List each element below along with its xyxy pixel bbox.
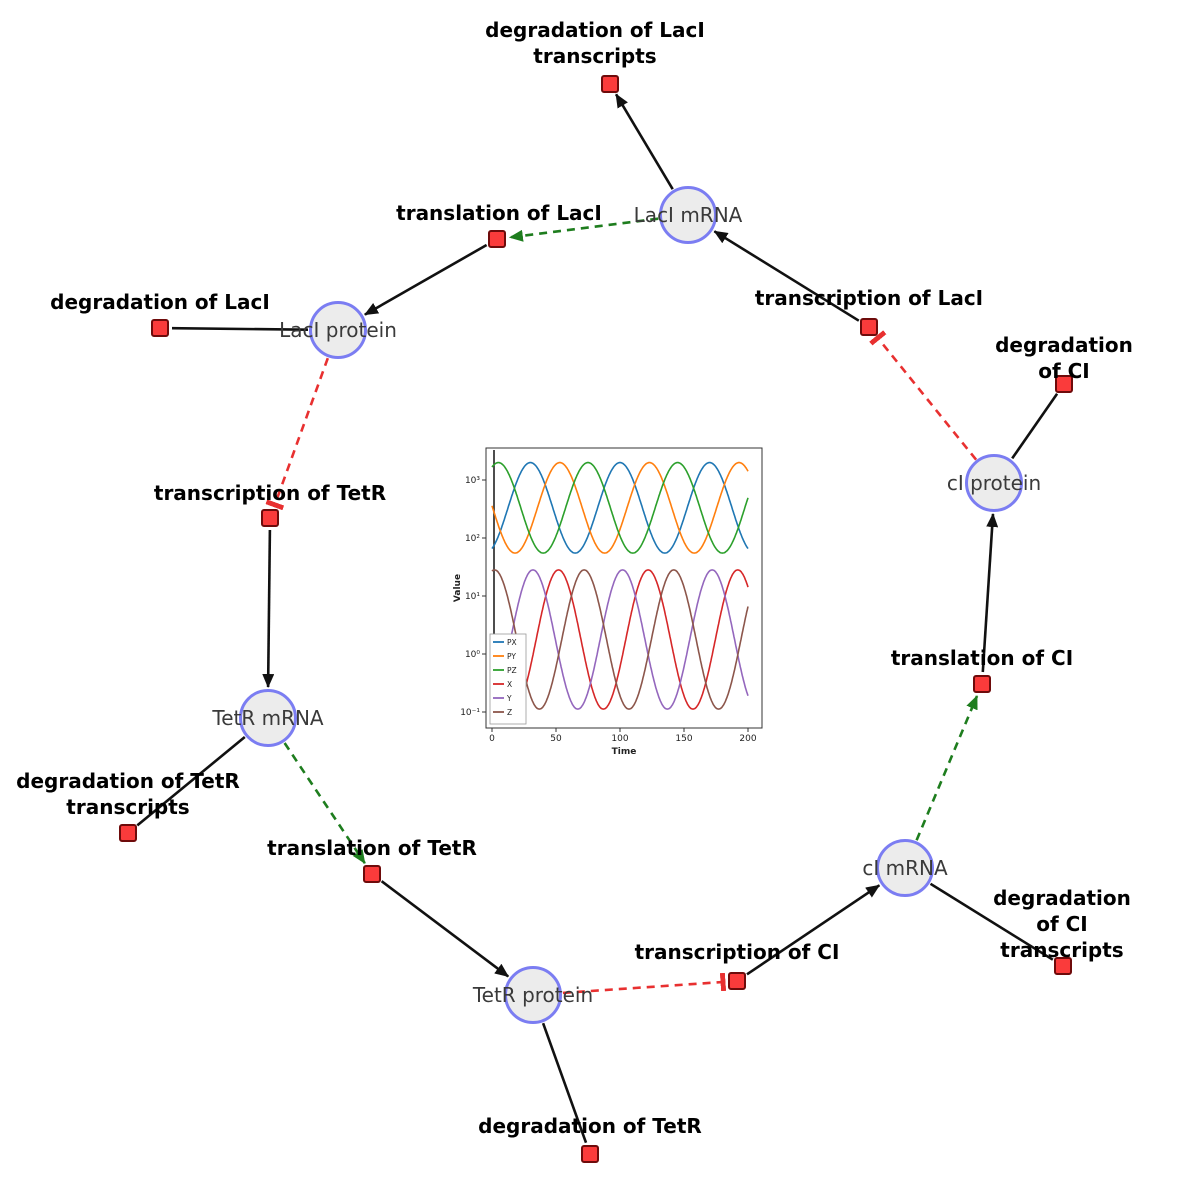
reaction-node-transcription-tetr[interactable]: [261, 509, 279, 527]
species-label-laci-protein: LacI protein: [279, 318, 397, 342]
legend-label-Z: Z: [507, 708, 512, 717]
edge-translation-laci-to-laci-protein: [364, 243, 488, 316]
legend-label-PX: PX: [507, 638, 517, 647]
species-node-laci-mrna[interactable]: [659, 186, 717, 244]
edge-tetr-protein-to-deg-tetr: [541, 1022, 588, 1144]
reaction-label-translation-laci: translation of LacI: [396, 201, 602, 225]
y-tick-label: 10²: [465, 534, 480, 544]
edge-transcription-laci-to-laci-mrna: [713, 230, 860, 322]
edge-laci-mrna-modifies-translation: [508, 217, 659, 242]
reaction-node-deg-tetr[interactable]: [581, 1145, 599, 1163]
edge-ci-protein-to-deg-ci: [1011, 393, 1059, 460]
species-node-laci-protein[interactable]: [309, 301, 367, 359]
reaction-node-deg-ci-transcripts[interactable]: [1054, 957, 1072, 975]
species-label-tetr-mrna: TetR mRNA: [212, 706, 324, 730]
x-tick-label: 200: [739, 734, 756, 744]
y-tick-label: 10⁰: [465, 650, 480, 660]
x-axis-label: Time: [612, 747, 637, 757]
edge-tetr-mrna-modifies-translation: [283, 742, 366, 865]
reaction-label-deg-laci: degradation of LacI: [50, 290, 270, 314]
edge-translation-ci-to-ci-protein: [981, 513, 999, 673]
reaction-label-translation-ci: translation of CI: [890, 646, 1074, 670]
legend-box: [489, 633, 527, 725]
reaction-label-deg-ci: degradation of CI: [995, 333, 1133, 383]
species-node-ci-protein[interactable]: [965, 454, 1023, 512]
legend-label-PY: PY: [507, 652, 516, 661]
y-tick-label: 10⁻¹: [460, 708, 480, 718]
plot-frame: [485, 447, 763, 729]
series-line-PY: [491, 461, 749, 554]
series-line-X: [491, 569, 749, 710]
edge-tetr-mrna-to-deg-transcripts: [136, 735, 246, 827]
species-label-ci-mrna: cI mRNA: [862, 856, 948, 880]
species-node-tetr-mrna[interactable]: [239, 689, 297, 747]
edge-laci-protein-to-deg-laci: [171, 326, 309, 331]
reaction-node-translation-laci[interactable]: [488, 230, 506, 248]
series-line-PX: [491, 461, 749, 554]
legend-label-Y: Y: [506, 694, 512, 703]
edge-ci-protein-inhibits-transcription-laci: [869, 330, 978, 461]
chart-curves: [491, 461, 749, 710]
edge-laci-mrna-to-deg-transcripts: [614, 93, 674, 190]
reaction-label-deg-ci-transcripts: degradation of CI transcripts: [993, 886, 1131, 962]
edge-translation-tetr-to-tetr-protein: [380, 880, 509, 978]
legend-label-X: X: [507, 680, 512, 689]
series-line-Y: [491, 569, 749, 710]
reaction-label-transcription-laci: transcription of LacI: [754, 286, 984, 310]
species-label-ci-protein: cI protein: [946, 471, 1042, 495]
edge-transcription-ci-to-ci-mrna: [746, 884, 881, 976]
reaction-node-translation-ci[interactable]: [973, 675, 991, 693]
reaction-node-transcription-ci[interactable]: [728, 972, 746, 990]
reaction-node-translation-tetr[interactable]: [363, 865, 381, 883]
x-tick-label: 50: [550, 734, 562, 744]
edge-ci-mrna-to-deg-transcripts: [929, 882, 1054, 961]
series-line-Z: [491, 569, 749, 710]
reaction-node-transcription-laci[interactable]: [860, 318, 878, 336]
reaction-label-transcription-tetr: transcription of TetR: [153, 481, 387, 505]
series-line-PZ: [491, 461, 749, 554]
reaction-node-deg-ci[interactable]: [1055, 375, 1073, 393]
species-node-ci-mrna[interactable]: [876, 839, 934, 897]
reaction-node-deg-tetr-transcripts[interactable]: [119, 824, 137, 842]
reaction-node-deg-laci[interactable]: [151, 319, 169, 337]
x-tick-label: 0: [489, 734, 495, 744]
species-label-laci-mrna: LacI mRNA: [633, 203, 743, 227]
legend-label-PZ: PZ: [507, 666, 517, 675]
simulation-inset-chart: 0 50 100 150 200 10⁻¹ 10⁰ 10¹ 10² 10³ PX PY PZ XYZ T…: [448, 440, 768, 760]
reaction-label-deg-tetr: degradation of TetR: [478, 1114, 702, 1138]
chart-ticks: 0 50 100 150 200 10⁻¹ 10⁰ 10¹ 10² 10³: [460, 476, 757, 744]
reaction-label-deg-laci-transcripts: degradation of LacI transcripts: [485, 18, 705, 68]
edge-laci-protein-inhibits-transcription-tetr: [265, 357, 330, 511]
y-axis-label: Value: [453, 574, 463, 602]
species-node-tetr-protein[interactable]: [504, 966, 562, 1024]
y-tick-label: 10³: [465, 476, 480, 486]
reaction-label-deg-tetr-transcripts: degradation of TetR transcripts: [16, 769, 240, 819]
reaction-label-translation-tetr: translation of TetR: [267, 836, 477, 860]
chart-legend: PX PY PZ XYZ: [489, 633, 527, 725]
x-tick-label: 150: [675, 734, 692, 744]
edge-ci-mrna-modifies-translation: [915, 695, 979, 841]
reaction-label-transcription-ci: transcription of CI: [634, 940, 840, 964]
y-tick-label: 10¹: [465, 592, 480, 602]
reaction-node-deg-laci-transcripts[interactable]: [601, 75, 619, 93]
x-tick-label: 100: [611, 734, 628, 744]
edge-transcription-tetr-to-tetr-mrna: [262, 529, 275, 688]
species-label-tetr-protein: TetR protein: [472, 983, 594, 1007]
edge-tetr-protein-inhibits-transcription-ci: [562, 972, 727, 995]
